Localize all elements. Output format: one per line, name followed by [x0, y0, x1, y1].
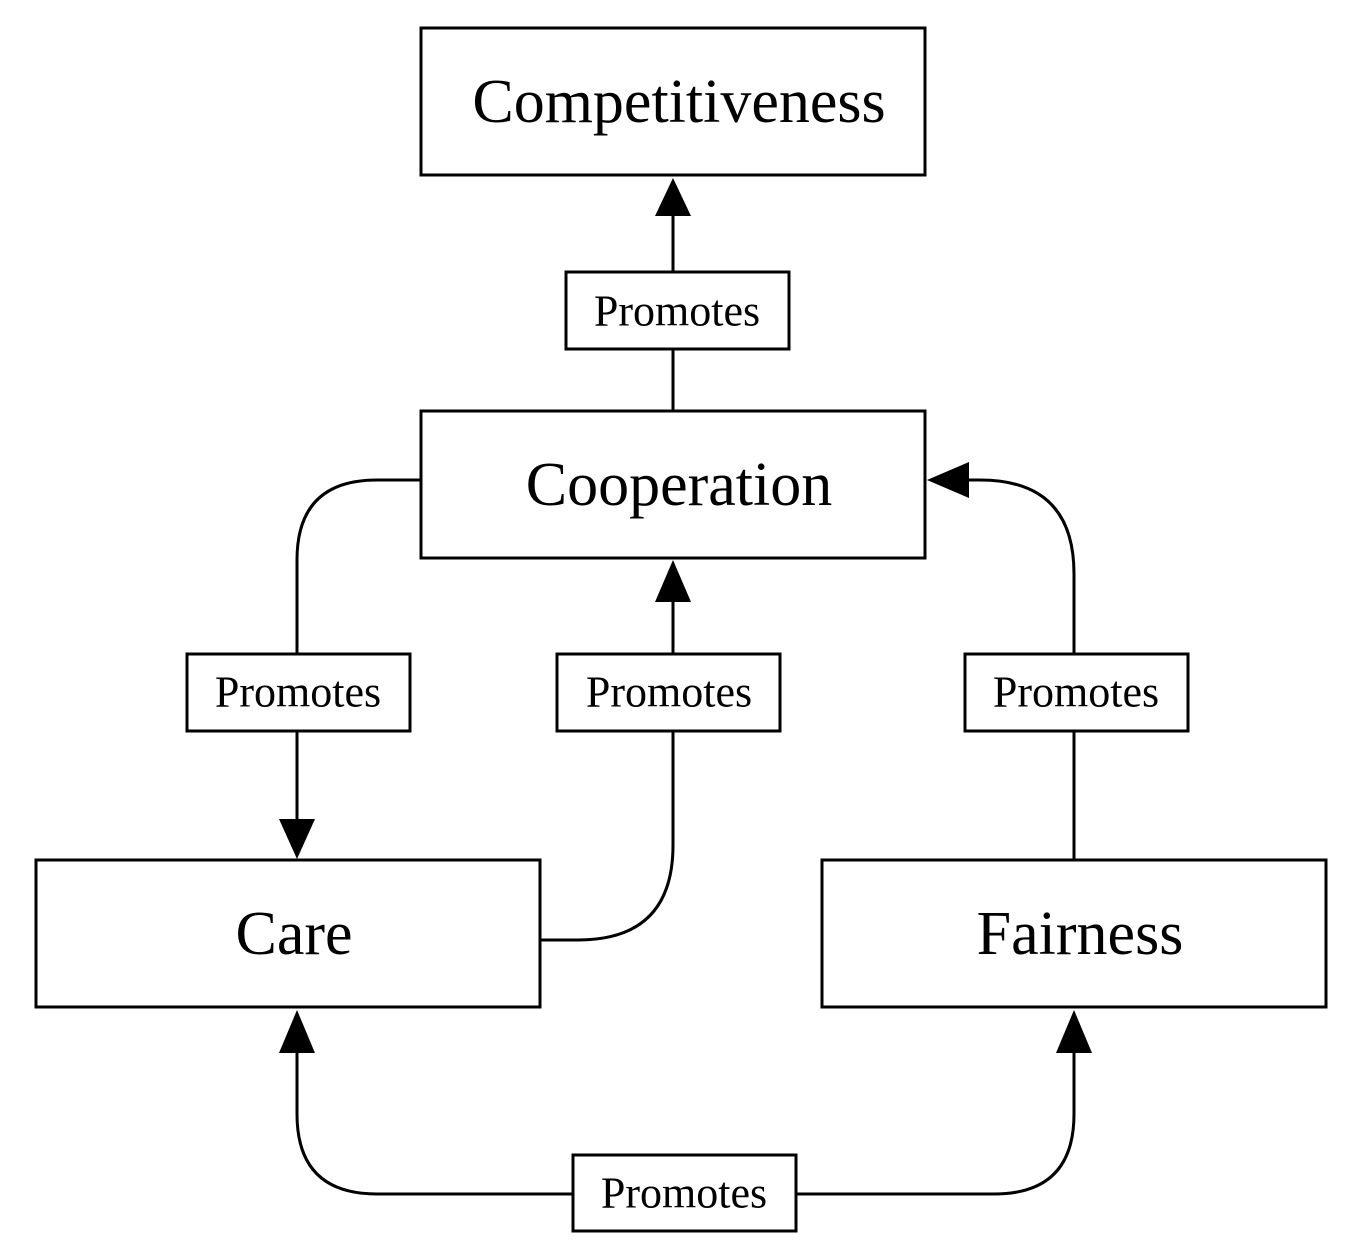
edge-label-box: Promotes — [963, 652, 1190, 733]
edge-fairness-to-cooperation — [927, 462, 1076, 860]
arrowhead — [655, 560, 691, 602]
node-cooperation: Cooperation — [419, 409, 927, 560]
edge-label: Promotes — [586, 668, 752, 717]
edge-label-box: Promotes — [555, 652, 782, 733]
arrowhead — [655, 178, 691, 216]
arrowhead — [1056, 1010, 1092, 1053]
node-care: Care — [34, 858, 542, 1009]
node-fairness: Fairness — [820, 858, 1328, 1009]
edge-cooperation-to-care — [279, 478, 421, 859]
edge-line — [295, 478, 421, 820]
node-label: Care — [235, 900, 352, 968]
edge-label-box: Promotes — [564, 270, 791, 351]
edge-line — [968, 478, 1076, 860]
node-label: Competitiveness — [472, 68, 885, 136]
node-competitiveness: Competitiveness — [419, 26, 927, 177]
node-label: Cooperation — [526, 451, 833, 519]
edge-label-box: Promotes — [185, 652, 412, 733]
edge-label-box: Promotes — [571, 1153, 798, 1233]
arrowhead — [279, 819, 315, 859]
node-label: Fairness — [977, 900, 1184, 968]
edge-label: Promotes — [601, 1169, 767, 1218]
edge-label: Promotes — [594, 287, 760, 336]
edge-line — [541, 600, 675, 942]
edge-label: Promotes — [993, 668, 1159, 717]
edge-care-to-cooperation — [541, 560, 691, 942]
arrowhead — [279, 1010, 315, 1053]
edge-label: Promotes — [215, 668, 381, 717]
arrowhead — [927, 462, 969, 498]
